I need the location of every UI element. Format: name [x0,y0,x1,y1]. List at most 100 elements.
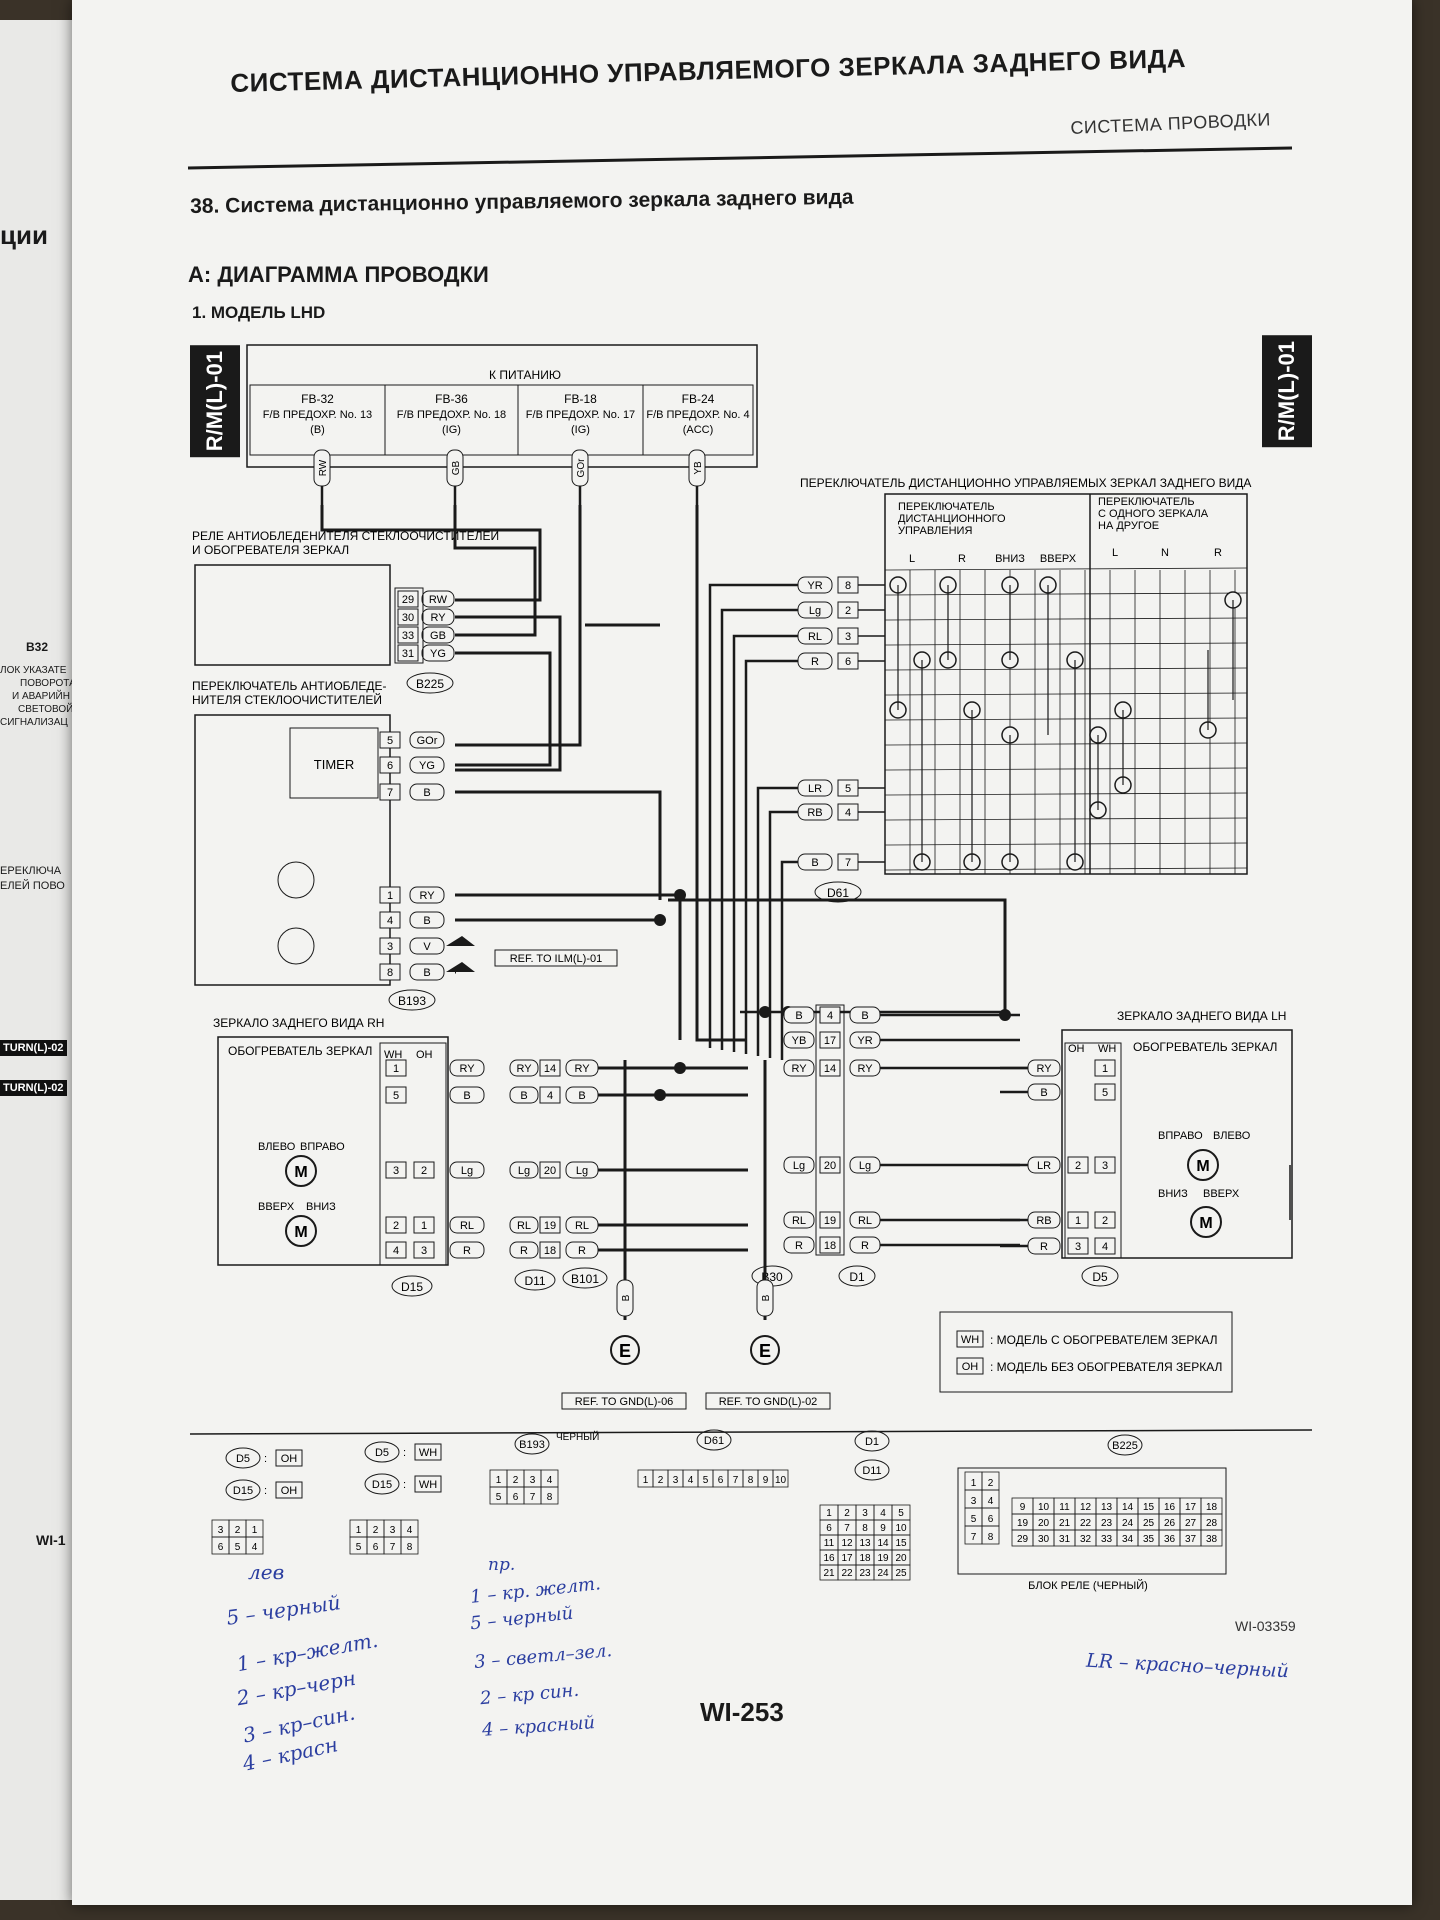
pin-number: 5 [387,735,393,747]
d15-connector-label: D15 [401,1280,423,1294]
wire-tag-label: YB [792,1035,807,1047]
switch-group-title: ПЕРЕКЛЮЧАТЕЛЬ [898,501,995,513]
pin-cell [1067,1211,1089,1229]
lamp-icon [277,927,315,965]
switch-col-label: ВВЕРХ [1040,553,1077,565]
view-pin: 37 [1185,1534,1197,1545]
mirror-lh-heater-label: ОБОГРЕВАТЕЛЬ ЗЕРКАЛ [1133,1040,1277,1054]
view-pin: 1 [971,1478,977,1489]
fuse-source: (IG) [442,424,461,436]
pin-number: 2 [1102,1215,1108,1227]
pin-number: 1 [393,1063,399,1075]
legend-key-box [956,1330,984,1348]
view-pin: 15 [895,1538,907,1549]
pin-cell [413,1161,435,1179]
motor-dir-label: ВВЕРХ [258,1201,295,1213]
wire-tag-label: B [520,1090,527,1102]
view-pin: 1 [496,1475,502,1486]
view-pin: 17 [841,1553,853,1564]
wire-tag-label: R [463,1245,471,1257]
view-badge [854,1459,890,1481]
motor-dir-label: ВНИЗ [306,1201,336,1213]
pin-number: 14 [824,1063,836,1075]
view-pin: 38 [1206,1534,1218,1545]
wire-tag [1027,1211,1061,1229]
wire-tag-label: RY [574,1063,590,1075]
view-pin: 2 [658,1475,664,1486]
ground-icon [610,1335,640,1365]
view-pin: 17 [1185,1502,1197,1513]
pin-number: 17 [824,1035,836,1047]
relay-block-outline [957,1467,1227,1575]
view-pin: 11 [1059,1502,1070,1513]
motor-dir-label: ВНИЗ [1158,1188,1188,1200]
view-key: OH [281,1485,298,1497]
motor-dir-label: ВПРАВО [1158,1130,1203,1142]
switch-group-title: ДИСТАНЦИОННОГО [898,513,1006,525]
pin-number: 3 [393,1165,399,1177]
wire-tag-label: B [795,1010,802,1022]
legend-text: : МОДЕЛЬ С ОБОГРЕВАТЕЛЕМ ЗЕРКАЛ [990,1333,1217,1347]
wire-tag [688,449,706,487]
pin-cell [539,1086,561,1104]
wire-tag [446,449,464,487]
pin-cell [397,608,419,626]
wire-tag-label: GOr [576,458,587,478]
view-pin: 6 [826,1523,832,1534]
switch-group-title: С ОДНОГО ЗЕРКАЛА [1098,508,1209,520]
pin-cell [819,1059,841,1077]
wire-tag-label: RY [857,1063,873,1075]
arrow-icon [446,936,475,972]
wire-tag-label: RY [459,1063,475,1075]
wire [708,583,798,1048]
fuse-source: (ACC) [683,424,714,436]
wire-tag [509,1161,539,1179]
view-pin: 11 [824,1538,835,1549]
pin-number: 19 [544,1220,556,1232]
view-badge [514,1433,550,1455]
view-pin: 16 [823,1553,835,1564]
wire-tag [783,1156,815,1174]
motor-label: M [294,1224,307,1241]
view-pin: 6 [218,1542,224,1553]
pin-number: 19 [824,1215,836,1227]
motor-label: M [294,1164,307,1181]
adjacent-text: ЛОК УКАЗАТЕ [0,665,67,676]
view-colon: : [264,1485,267,1497]
wire-tag [849,1236,881,1254]
motor-label: M [1199,1215,1212,1232]
pin-number: 8 [387,967,393,979]
pin-number: 33 [402,630,414,642]
adjacent-text: ции [0,220,48,250]
wire-tag [783,1006,815,1024]
view-badge-label: D11 [862,1465,881,1477]
mirror-lh-title: ЗЕРКАЛО ЗАДНЕГО ВИДА LH [1117,1009,1286,1023]
view-key-box [414,1475,442,1493]
grid-line [884,667,1248,671]
wire-tag-label: B [423,967,430,979]
adjacent-text: TURN(L)-02 [0,1080,67,1096]
pin-number: 18 [544,1245,556,1257]
pin-number: 18 [824,1240,836,1252]
pin-cell [1094,1059,1116,1077]
pin-cell [1094,1083,1116,1101]
wh-label: WH [384,1049,402,1061]
view-badge-label: B193 [519,1439,545,1451]
adjacent-text: TURN(L)-02 [0,1040,67,1056]
pin-number: 2 [393,1220,399,1232]
view-pin: 21 [823,1568,835,1579]
wire [720,608,798,1050]
view-pin: 18 [1206,1502,1218,1513]
pin-number: 4 [827,1010,833,1022]
wire-tag-label: B [1040,1087,1047,1099]
view-pin: 7 [390,1542,396,1553]
pin-number: 1 [421,1220,427,1232]
junction-dot [654,1089,666,1101]
view-pin: 35 [1143,1534,1155,1545]
relay-connector-badge [406,672,454,694]
pin-cell [379,731,401,749]
